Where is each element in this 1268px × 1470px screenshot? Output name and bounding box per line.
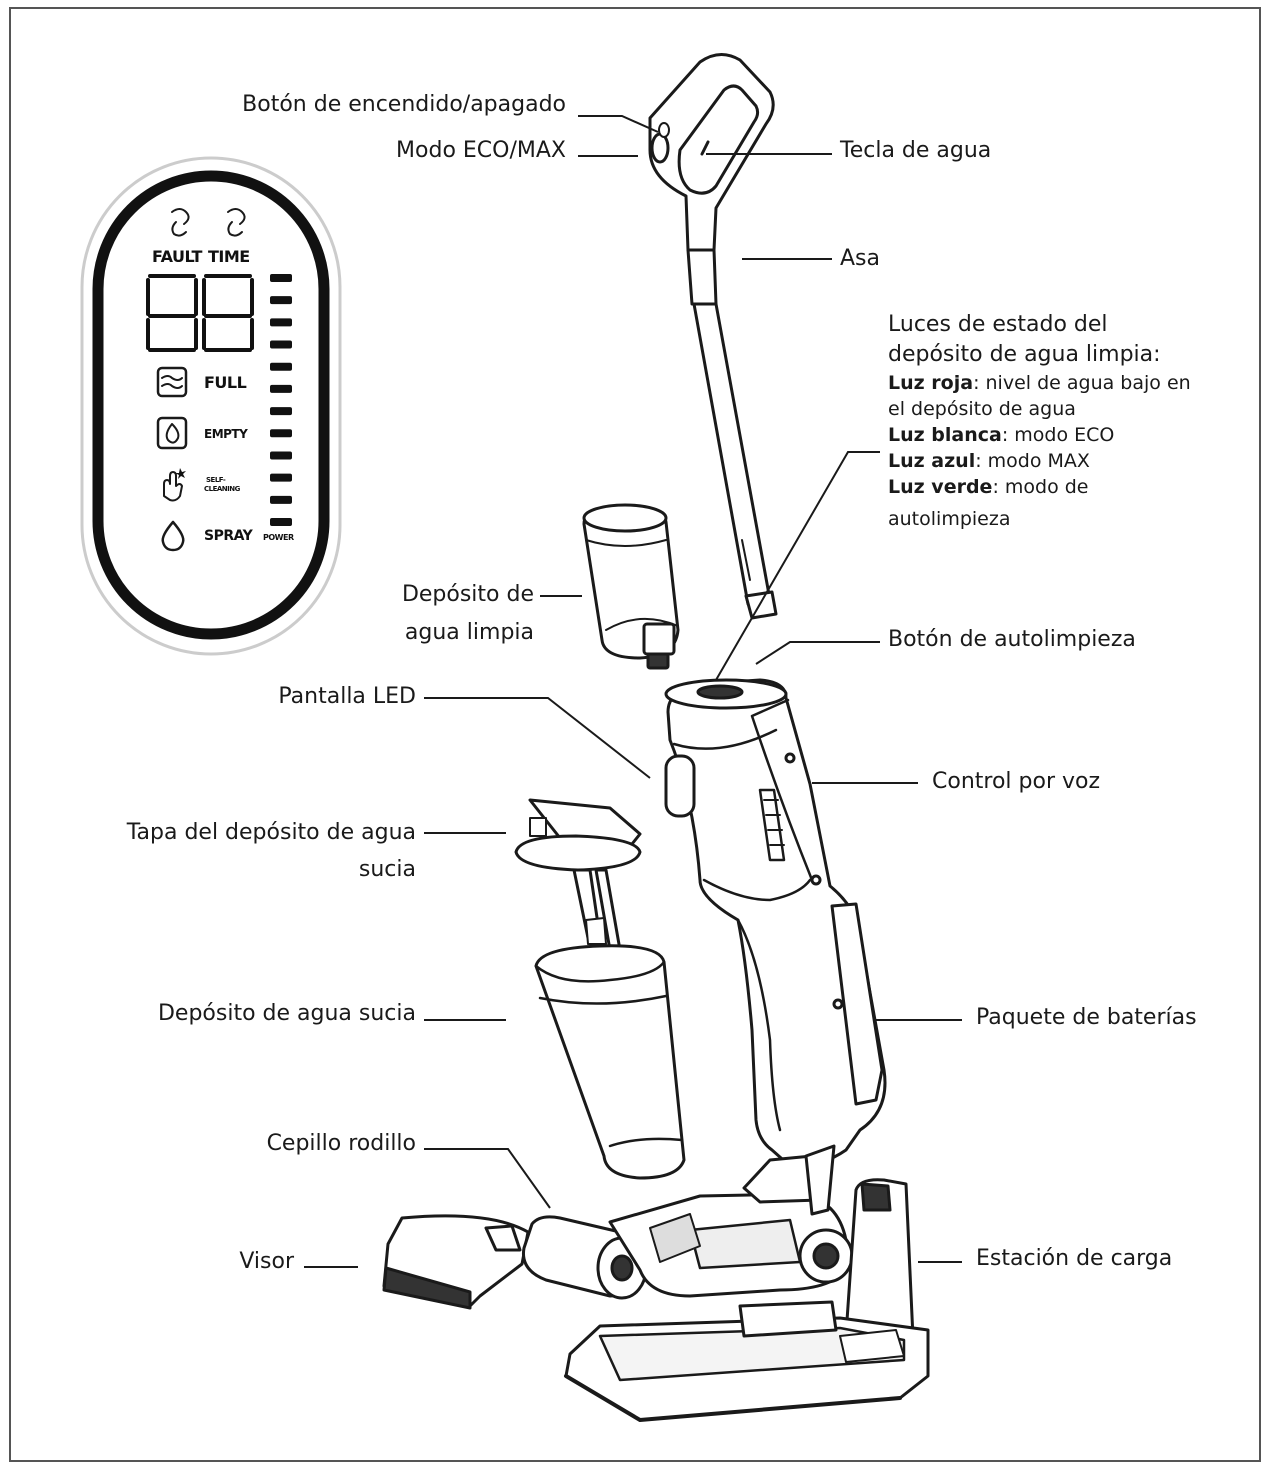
empty-tank-icon — [156, 416, 188, 450]
label-water-key: Tecla de agua — [840, 138, 992, 163]
status-red-text-1: : nivel de agua bajo en — [973, 372, 1191, 394]
power-label: POWER — [263, 533, 294, 542]
self-cleaning-label-1: SELF- — [206, 476, 226, 484]
main-body-illustration — [664, 678, 887, 1168]
seven-segment-digits — [146, 274, 254, 352]
full-tank-icon — [156, 366, 188, 398]
label-voice-control: Control por voz — [932, 769, 1101, 794]
power-bar-segment — [270, 473, 292, 482]
floor-head-illustration — [382, 1144, 854, 1310]
label-clean-tank-1: Depósito de — [401, 582, 534, 607]
power-bar-segment — [270, 318, 292, 327]
self-cleaning-label-2: CLEANING — [204, 485, 241, 493]
spray-label: SPRAY — [204, 528, 254, 544]
full-label: FULL — [204, 373, 247, 392]
status-red: Luz roja: nivel de agua bajo en — [888, 370, 1238, 396]
handle-illustration — [648, 53, 778, 620]
label-dirty-lid-1: Tapa del depósito de agua — [126, 820, 416, 845]
label-charging-station: Estación de carga — [976, 1246, 1173, 1271]
power-bar-segment — [270, 429, 292, 438]
fan-icon — [171, 208, 246, 237]
led-display-panel: FAULT TIME 88 FULL EMPTY SELF- — [80, 156, 342, 656]
label-handle: Asa — [840, 246, 880, 271]
power-bar-segment — [270, 362, 292, 371]
self-cleaning-hand-icon — [163, 471, 183, 502]
time-label: TIME — [208, 247, 250, 266]
spray-drop-icon — [161, 520, 185, 552]
power-bar-segment — [270, 451, 292, 460]
status-red-key: Luz roja — [888, 372, 974, 394]
status-red-text-2: el depósito de agua — [888, 398, 1076, 420]
empty-label: EMPTY — [204, 427, 248, 441]
dirty-water-tank-illustration — [534, 944, 686, 1180]
power-level-bars — [270, 274, 292, 526]
power-bar-segment — [270, 518, 292, 526]
status-green: Luz verde: modo de — [888, 474, 1238, 500]
status-green-text-1: : modo de — [992, 476, 1089, 498]
fault-label: FAULT — [152, 247, 203, 266]
status-white-key: Luz blanca — [888, 424, 1002, 446]
status-title-1: Luces de estado del — [888, 312, 1108, 337]
power-bar-segment — [270, 274, 292, 282]
label-dirty-lid-2: sucia — [358, 857, 416, 882]
label-visor: Visor — [239, 1249, 294, 1274]
diagram-frame — [9, 7, 1261, 1462]
status-white-text: : modo ECO — [1001, 424, 1115, 446]
power-bar-segment — [270, 495, 292, 504]
clean-water-tank-illustration — [582, 503, 680, 670]
dirty-tank-lid-illustration — [514, 798, 642, 952]
status-green-key: Luz verde — [888, 476, 993, 498]
power-bar-segment — [270, 296, 292, 305]
status-title-2: depósito de agua limpia: — [888, 342, 1161, 367]
label-battery-pack: Paquete de baterías — [976, 1005, 1197, 1030]
power-bar-segment — [270, 384, 292, 393]
label-eco-max-mode: Modo ECO/MAX — [396, 138, 566, 163]
charging-station-illustration — [564, 1178, 930, 1422]
label-led-screen: Pantalla LED — [278, 684, 416, 709]
leader-lines — [304, 115, 962, 1268]
label-clean-tank-2: agua limpia — [404, 620, 534, 645]
power-bar-segment — [270, 407, 292, 416]
status-blue-text: : modo MAX — [975, 450, 1090, 472]
status-white: Luz blanca: modo ECO — [888, 422, 1238, 448]
label-self-clean-button: Botón de autolimpieza — [888, 627, 1136, 652]
label-dirty-tank: Depósito de agua sucia — [157, 1001, 416, 1026]
power-bar-segment — [270, 340, 292, 349]
label-power-button: Botón de encendido/apagado — [242, 92, 566, 117]
label-roller-brush: Cepillo rodillo — [266, 1131, 416, 1156]
status-blue-key: Luz azul — [888, 450, 976, 472]
status-blue: Luz azul: modo MAX — [888, 448, 1238, 474]
status-green-text-2: autolimpieza — [888, 508, 1011, 530]
status-lights-legend: Luces de estado del depósito de agua lim… — [888, 310, 1238, 532]
